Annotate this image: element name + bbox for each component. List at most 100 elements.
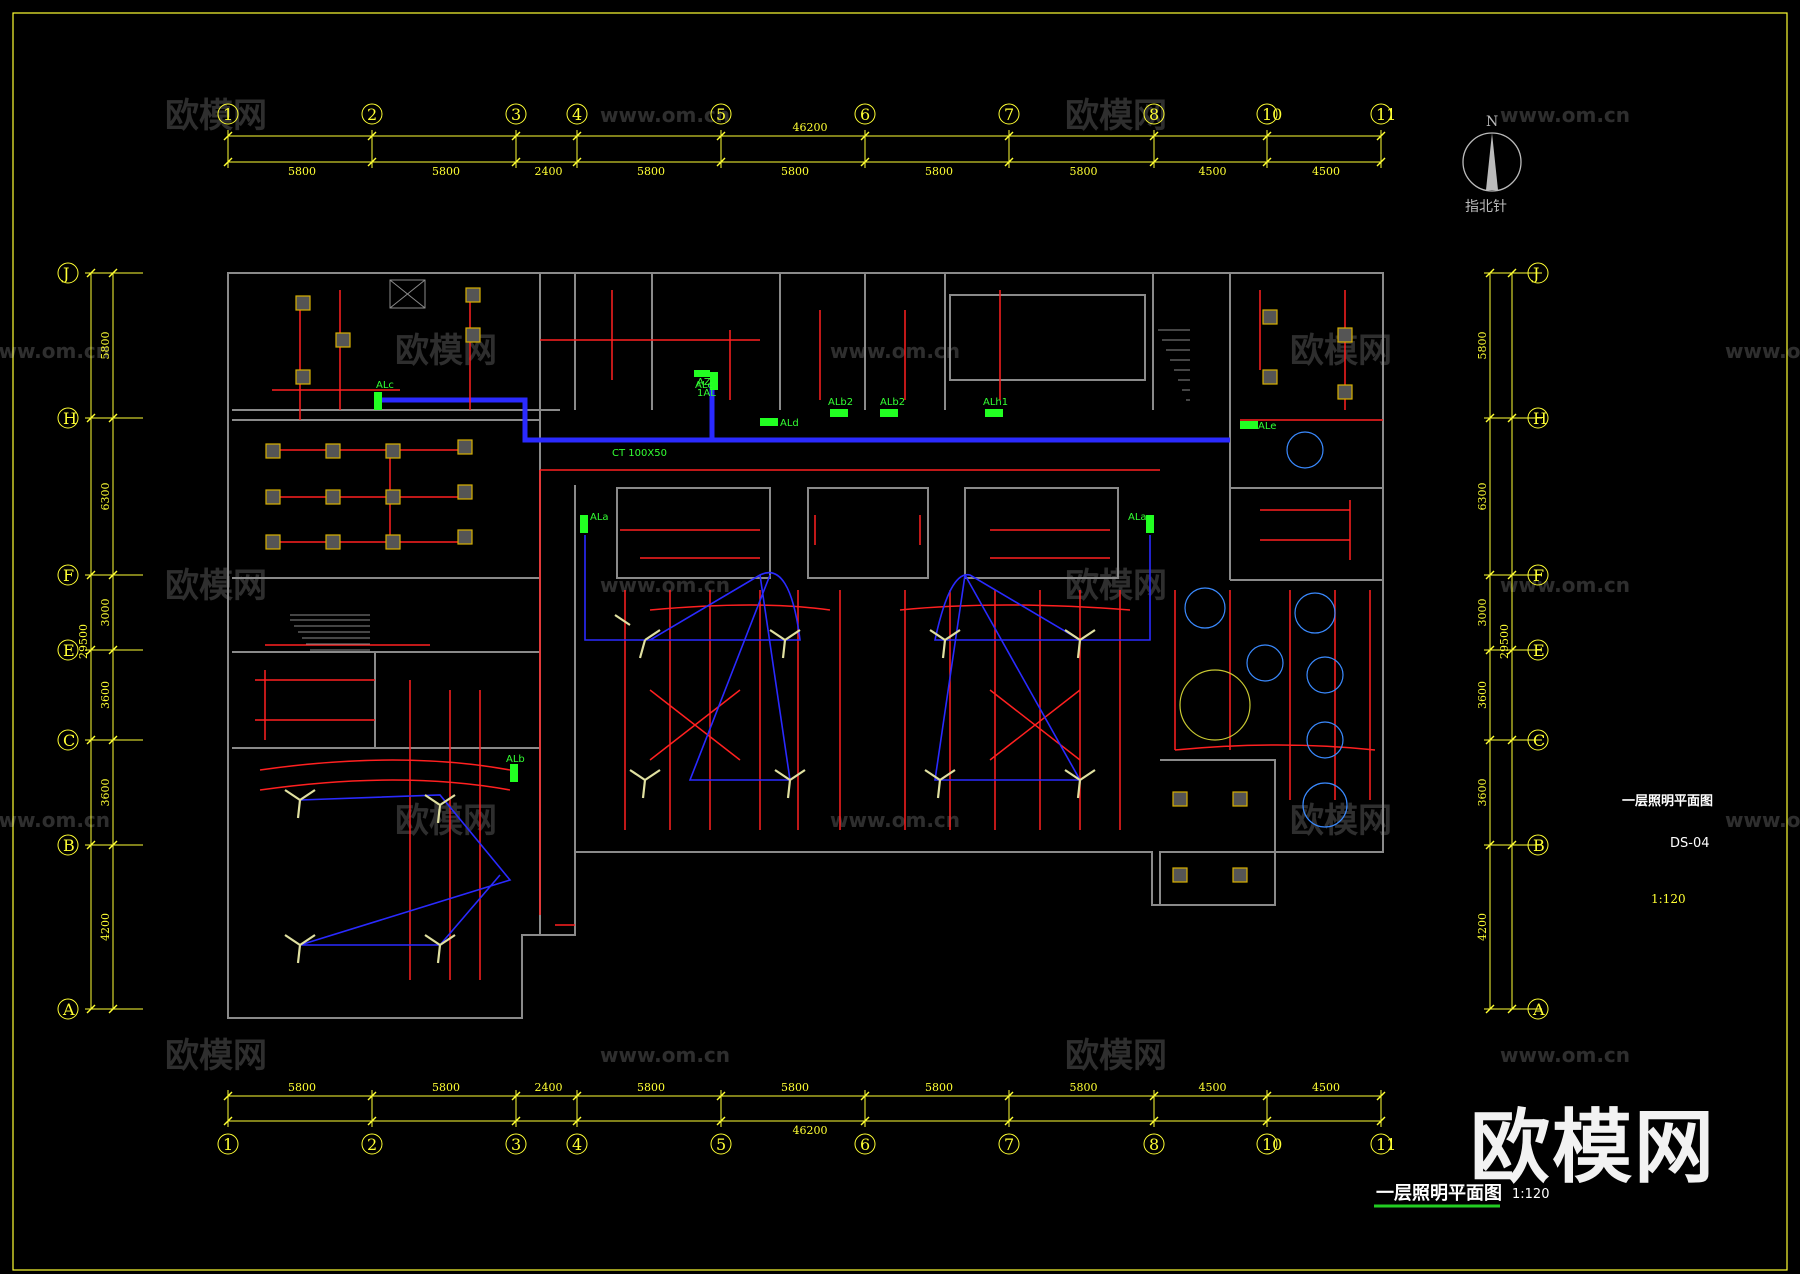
dimension-tick xyxy=(86,840,96,850)
dimension-tick xyxy=(860,1116,870,1126)
dimension-tick xyxy=(1004,131,1014,141)
dimension-tick xyxy=(108,570,118,580)
grid-bubble xyxy=(1527,998,1549,1020)
dimension-top: 4620015800258003240045800558006580075800… xyxy=(217,103,1396,178)
north-letter: N xyxy=(1486,114,1498,130)
ceiling-fan xyxy=(424,794,456,824)
stairs xyxy=(290,279,1190,651)
grid-column-label: 4 xyxy=(572,1135,582,1154)
ceiling-light xyxy=(265,489,281,505)
row-spacing-label: 3600 xyxy=(99,681,112,709)
row-spacing-label: 6300 xyxy=(99,483,112,511)
grid-bubble xyxy=(998,1133,1020,1155)
dimension-tick xyxy=(1149,131,1159,141)
dimension-tick xyxy=(367,1116,377,1126)
drawing-title: 一层照明平面图 xyxy=(1622,794,1713,809)
dimension-tick xyxy=(1485,570,1495,580)
watermark-url: www.om.cn xyxy=(0,808,110,832)
grid-bubble xyxy=(217,1133,239,1155)
grid-column-label: 8 xyxy=(1149,105,1159,124)
row-spacing-label: 3600 xyxy=(1476,681,1489,709)
circuit-run xyxy=(299,794,512,946)
row-spacing-label: 5800 xyxy=(1476,332,1489,360)
lighting-wiring xyxy=(255,290,1383,980)
grid-bubble xyxy=(361,1133,383,1155)
grid-bubble xyxy=(1143,103,1165,125)
panel-ALb2: ALb2 xyxy=(880,397,905,417)
dimension-tick xyxy=(1485,840,1495,850)
grid-bubble xyxy=(1527,639,1549,661)
dimension-tick xyxy=(223,1116,233,1126)
ceiling-fan xyxy=(629,769,661,799)
row-spacing-label: 3000 xyxy=(1476,599,1489,627)
total-width-label: 46200 xyxy=(793,1124,828,1137)
wire-run xyxy=(255,644,481,980)
row-spacing-label: 3600 xyxy=(1476,779,1489,807)
grid-bubble xyxy=(1527,262,1549,284)
circuit-run xyxy=(934,535,1151,781)
dimension-tick xyxy=(367,1091,377,1101)
dimension-tick xyxy=(1149,1091,1159,1101)
svg-text:ALh1: ALh1 xyxy=(983,397,1008,408)
grid-row-label: A xyxy=(1532,1000,1545,1019)
drawing-number: DS-04 xyxy=(1670,836,1710,851)
grid-bubble xyxy=(505,103,527,125)
ceiling-light xyxy=(1262,369,1278,385)
panel-ALa: ALa xyxy=(580,512,609,533)
svg-text:ALd: ALd xyxy=(780,418,799,429)
svg-text:ALa: ALa xyxy=(1128,512,1147,523)
dimension-tick xyxy=(1376,1116,1386,1126)
svg-text:1AL: 1AL xyxy=(697,388,716,399)
grid-bubble xyxy=(57,262,79,284)
grid-bubble xyxy=(710,1133,732,1155)
grid-column-label: 1 xyxy=(223,105,233,124)
column-spacing-label: 5800 xyxy=(781,1081,809,1094)
grid-column-label: 10 xyxy=(1262,105,1282,124)
dimension-tick xyxy=(86,570,96,580)
grid-column-label: 3 xyxy=(511,105,521,124)
wire-run xyxy=(1174,590,1376,800)
grid-column-label: 5 xyxy=(716,1135,726,1154)
ceiling-light xyxy=(295,369,311,385)
dimension-tick xyxy=(1376,1091,1386,1101)
grid-bubble xyxy=(854,1133,876,1155)
dimension-tick xyxy=(716,1116,726,1126)
svg-text:ALe: ALe xyxy=(1258,421,1276,432)
grid-column-label: 2 xyxy=(367,1135,377,1154)
grid-column-label: 11 xyxy=(1376,105,1396,124)
dimension-tick xyxy=(223,1091,233,1101)
dimension-tick xyxy=(367,157,377,167)
room xyxy=(964,487,1119,579)
panel-AZ: AZ xyxy=(694,370,711,388)
grid-row-label: J xyxy=(61,264,69,283)
ceiling-light xyxy=(335,332,351,348)
pendant-light xyxy=(1179,669,1251,741)
grid-row-label: H xyxy=(1533,409,1547,428)
grid-bubble xyxy=(505,1133,527,1155)
dimension-tick xyxy=(1149,157,1159,167)
dimension-tick xyxy=(1507,268,1517,278)
wire-run xyxy=(904,590,1121,830)
grid-row-label: A xyxy=(62,1000,75,1019)
grid-bubble xyxy=(217,103,239,125)
wire-run xyxy=(649,604,1131,611)
ceiling-light xyxy=(325,443,341,459)
grid-bubble xyxy=(1370,103,1392,125)
wire-run xyxy=(259,759,511,791)
cable-tray: CT 100X50 xyxy=(380,385,1230,459)
svg-text:AZ: AZ xyxy=(697,377,711,388)
grid-column-label: 7 xyxy=(1004,105,1014,124)
dimension-tick xyxy=(367,131,377,141)
panel-ALe: ALe xyxy=(1240,421,1276,432)
grid-row-label: B xyxy=(63,836,75,855)
dimension-tick xyxy=(572,157,582,167)
ceiling-fan xyxy=(1064,769,1096,799)
dimension-tick xyxy=(223,157,233,167)
grid-row-label: H xyxy=(63,409,77,428)
ceiling-light xyxy=(1232,867,1248,883)
pendant-light xyxy=(1306,656,1344,694)
ceiling-light xyxy=(265,443,281,459)
watermark-url: www.om.cn xyxy=(600,103,730,127)
